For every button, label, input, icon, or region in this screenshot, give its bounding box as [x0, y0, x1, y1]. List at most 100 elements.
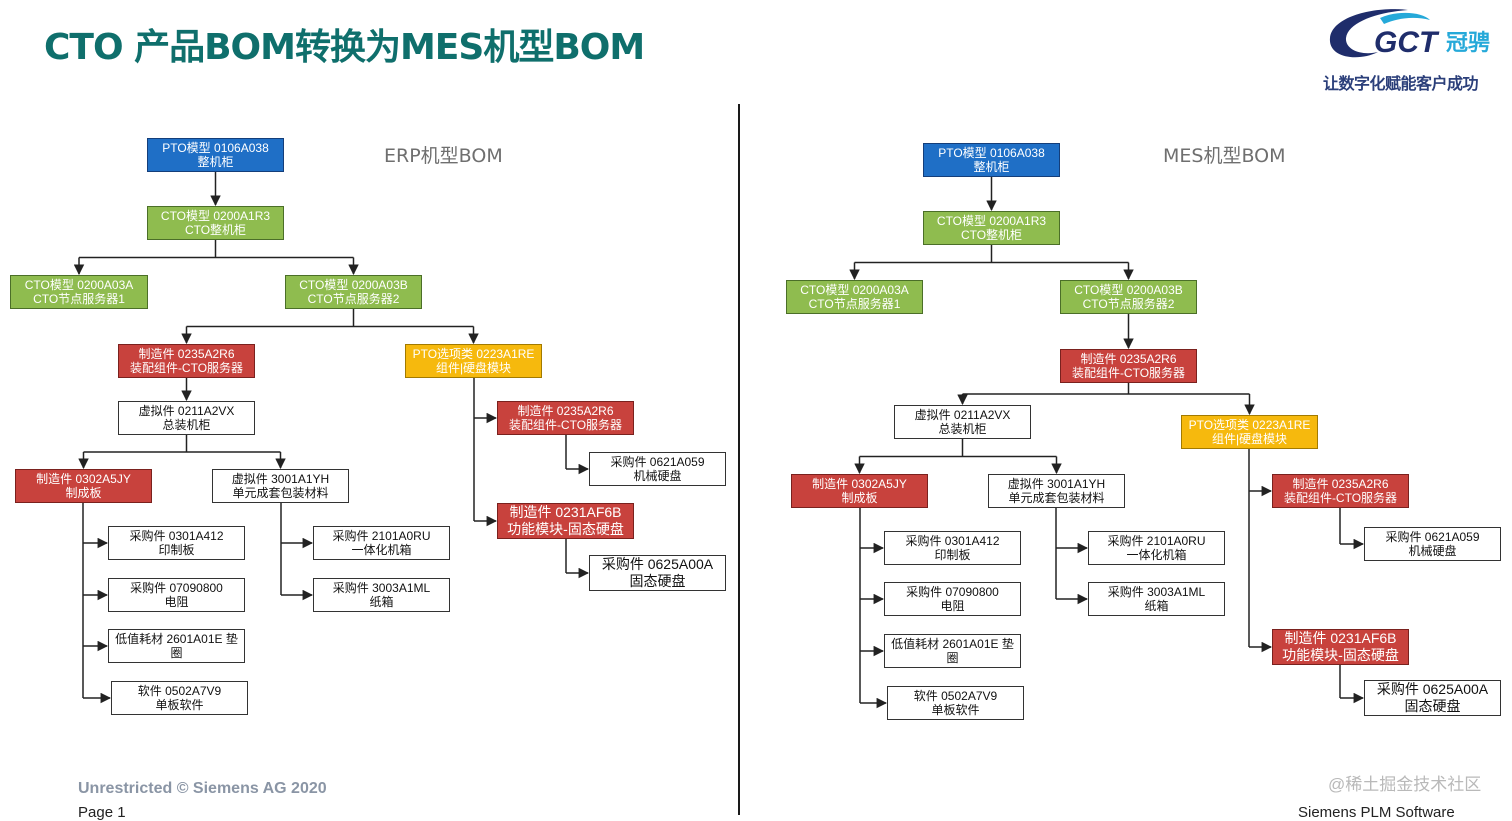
node-label-line: 采购件 0621A059 — [610, 455, 705, 469]
node-label-line: 软件 0502A7V9 — [913, 689, 998, 703]
node-label-line: 采购件 0625A00A — [1376, 681, 1489, 697]
node-label-line: 功能模块-固态硬盘 — [1282, 647, 1399, 663]
node-label-line: 软件 0502A7V9 — [137, 684, 222, 698]
node-label-line: CTO模型 0200A03A — [800, 283, 909, 297]
svg-text:GCT: GCT — [1374, 26, 1440, 59]
node-label-line: 固态硬盘 — [629, 573, 686, 589]
node-label-line: CTO模型 0200A03B — [1074, 283, 1183, 297]
node-label-line: 单元成套包装材料 — [232, 486, 329, 500]
node-label-line: CTO模型 0200A1R3 — [160, 209, 271, 223]
node-label-line: 机械硬盘 — [1408, 544, 1457, 558]
node-label-line: 采购件 2101A0RU — [332, 529, 431, 543]
node-label-line: 单板软件 — [931, 703, 980, 717]
node-label-line: 单板软件 — [155, 698, 204, 712]
node-label-line: 功能模块-固态硬盘 — [507, 521, 624, 537]
node-label-line: 虚拟件 0211A2VX — [138, 404, 235, 418]
node-label-line: CTO模型 0200A1R3 — [936, 214, 1047, 228]
node-label-line: 采购件 3003A1ML — [1107, 585, 1206, 599]
node-label-line: CTO节点服务器2 — [1082, 297, 1175, 311]
node-label-line: 采购件 0301A412 — [129, 529, 224, 543]
node-label-line: 整机柜 — [197, 155, 234, 169]
node-label-line: 电阻 — [164, 595, 189, 609]
node-label-line: 一体化机箱 — [351, 543, 412, 557]
node-label-line: PTO模型 0106A038 — [938, 146, 1045, 160]
node-label-line: 圈 — [170, 646, 183, 660]
node-label-line: CTO节点服务器1 — [808, 297, 901, 311]
node-label-line: 总装机柜 — [162, 418, 211, 432]
node-label-line: 制造件 0235A2R6 — [1292, 477, 1389, 491]
node-label-line: CTO模型 0200A03A — [24, 278, 134, 292]
node-label-line: 圈 — [946, 651, 959, 665]
node-label-line: 装配组件-CTO服务器 — [1071, 366, 1186, 380]
node-label-line: 采购件 07090800 — [130, 581, 223, 595]
node-label-line: PTO模型 0106A038 — [162, 141, 269, 155]
node-label-line: 采购件 07090800 — [906, 585, 999, 599]
node-label-line: 固态硬盘 — [1404, 698, 1461, 714]
erp-section-label: ERP机型BOM — [384, 145, 503, 167]
node-label-line: 制成板 — [65, 486, 102, 500]
node-label-line: 单元成套包装材料 — [1008, 491, 1105, 505]
node-label-line: 纸箱 — [369, 595, 394, 609]
vendor-text: Siemens PLM Software — [1298, 804, 1455, 821]
logo-slogan: 让数字化赋能客户成功 — [1323, 74, 1479, 93]
node-label-line: 一体化机箱 — [1126, 548, 1187, 562]
node-label-line: 制造件 0231AF6B — [1284, 630, 1397, 646]
node-label-line: 虚拟件 0211A2VX — [914, 408, 1011, 422]
node-label-line: 组件|硬盘模块 — [435, 361, 512, 375]
page-title: CTO 产品BOM转换为MES机型BOM — [44, 27, 645, 68]
watermark-text: @稀土掘金技术社区 — [1328, 775, 1482, 794]
node-label-line: 制造件 0231AF6B — [509, 504, 622, 520]
node-label-line: 印制板 — [934, 548, 971, 562]
node-label-line: 制造件 0235A2R6 — [138, 347, 235, 361]
copyright-text: Unrestricted © Siemens AG 2020 — [78, 780, 327, 797]
svg-text:冠骋: 冠骋 — [1446, 31, 1490, 56]
mes-node-low-washer: 低值耗材 2601A01E 垫圈 — [884, 634, 1021, 668]
node-label-line: CTO模型 0200A03B — [299, 278, 408, 292]
node-label-line: PTO选项类 0223A1RE — [412, 347, 535, 361]
node-label-line: 低值耗材 2601A01E 垫 — [115, 632, 238, 646]
page-number: Page 1 — [78, 804, 126, 821]
node-label-line: PTO选项类 0223A1RE — [1188, 418, 1311, 432]
node-label-line: 低值耗材 2601A01E 垫 — [891, 637, 1014, 651]
node-label-line: 采购件 0625A00A — [601, 556, 714, 572]
node-label-line: CTO整机柜 — [184, 223, 247, 237]
node-label-line: 机械硬盘 — [633, 469, 682, 483]
node-label-line: 制造件 0235A2R6 — [517, 404, 614, 418]
node-label-line: 印制板 — [158, 543, 195, 557]
erp-node-low-washer: 低值耗材 2601A01E 垫圈 — [108, 629, 245, 663]
node-label-line: 纸箱 — [1144, 599, 1169, 613]
node-label-line: CTO节点服务器2 — [307, 292, 400, 306]
gct-logo-icon: GCT 冠骋 — [1329, 9, 1490, 59]
node-label-line: 制成板 — [841, 491, 878, 505]
